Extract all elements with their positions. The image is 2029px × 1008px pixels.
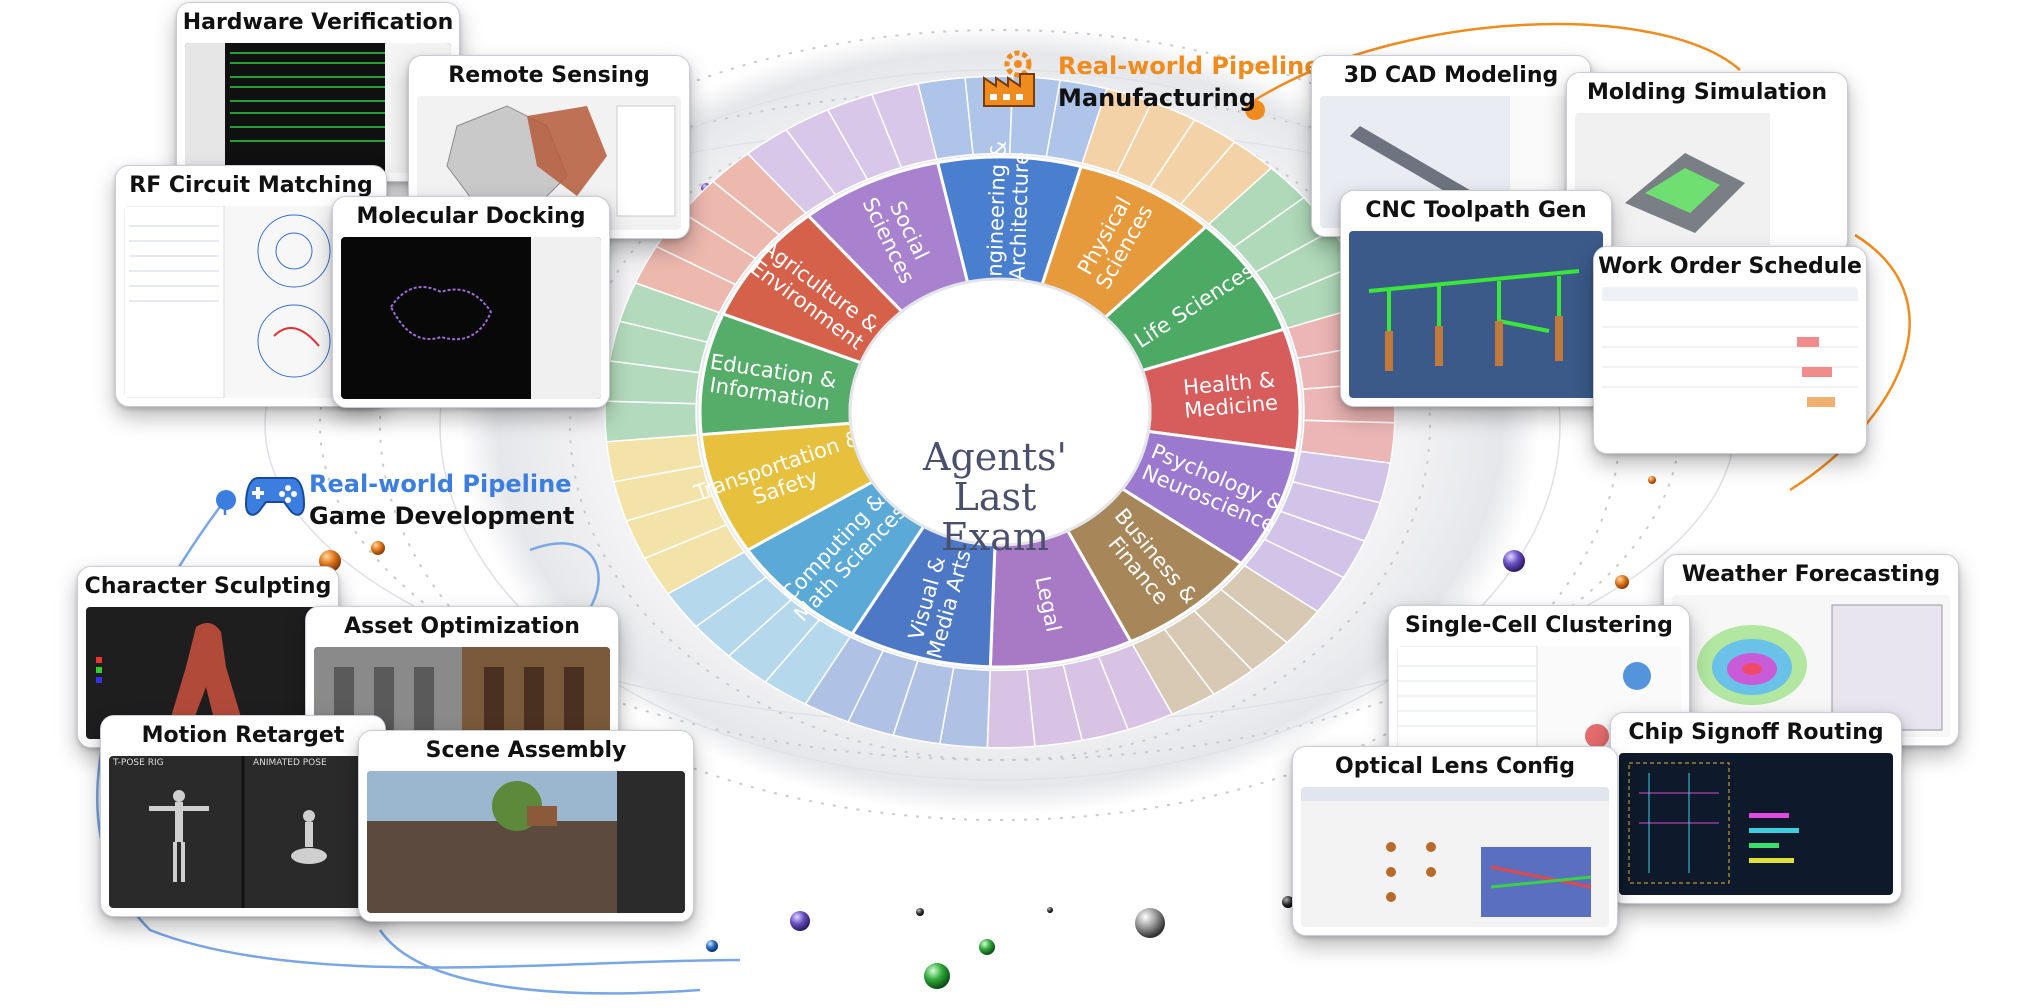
- card-title: Scene Assembly: [359, 731, 693, 771]
- sector-10-subcell: [604, 400, 699, 443]
- optical-lens-config-card: Optical Lens Config: [1292, 746, 1618, 936]
- manufacturing-pipeline-heading: Real-world Pipeline: [1058, 52, 1321, 80]
- card-title: Character Sculpting: [78, 567, 338, 607]
- manufacturing-pipeline-label: Real-world Pipeline Manufacturing: [1058, 50, 1321, 114]
- game-pipeline-name: Game Development: [309, 502, 575, 530]
- toolpath-screenshot: [1349, 231, 1603, 398]
- scene-assembly-card: Scene Assembly: [358, 730, 694, 922]
- game-pipeline-label: Real-world Pipeline Game Development: [309, 468, 574, 532]
- card-title: Asset Optimization: [306, 607, 618, 647]
- mold-sim-screenshot: [1575, 113, 1839, 245]
- tpose-label: T-POSE RIG: [113, 758, 164, 768]
- terrain-map-screenshot: [417, 96, 681, 230]
- card-title: Single-Cell Clustering: [1389, 606, 1689, 646]
- card-title: Chip Signoff Routing: [1611, 713, 1901, 753]
- card-title: Molding Simulation: [1567, 73, 1847, 113]
- card-title: Weather Forecasting: [1664, 555, 1958, 595]
- motion-retarget-card: Motion Retarget T-POSE RIG ANIMATED POSE: [100, 715, 386, 917]
- work-order-schedule-card: Work Order Schedule: [1593, 246, 1867, 454]
- cnc-toolpath-card: CNC Toolpath Gen: [1340, 190, 1612, 407]
- card-title: Work Order Schedule: [1594, 247, 1866, 287]
- lens-design-screenshot: [1301, 787, 1609, 927]
- molecule-viewer-screenshot: [341, 237, 601, 399]
- scene-editor-screenshot: [367, 771, 685, 913]
- card-title: Remote Sensing: [409, 56, 689, 96]
- factory-gear-icon: [978, 48, 1042, 112]
- card-title: Molecular Docking: [333, 197, 609, 237]
- molding-simulation-card: Molding Simulation: [1566, 72, 1848, 254]
- sector-label: Health &Medicine: [1181, 368, 1279, 423]
- retarget-viewport-screenshot: T-POSE RIG ANIMATED POSE: [109, 756, 377, 908]
- card-title: Hardware Verification: [177, 3, 459, 43]
- routing-screenshot: [1619, 753, 1893, 895]
- remote-sensing-card: Remote Sensing: [408, 55, 690, 239]
- card-title: 3D CAD Modeling: [1312, 56, 1590, 96]
- sector-label: Engineering &Architecture: [982, 141, 1034, 291]
- sector-6-subcell: [986, 668, 1036, 749]
- sector-12-subcell: [870, 82, 938, 169]
- center-title-line2: Last: [954, 475, 1037, 519]
- card-title: RF Circuit Matching: [116, 166, 386, 206]
- chip-signoff-routing-card: Chip Signoff Routing: [1610, 712, 1902, 904]
- game-pipeline-heading: Real-world Pipeline: [309, 470, 572, 498]
- center-title-line3: Exam: [941, 515, 1049, 559]
- gantt-screenshot: [1602, 287, 1858, 445]
- card-title: Optical Lens Config: [1293, 747, 1617, 787]
- card-title: CNC Toolpath Gen: [1341, 191, 1611, 231]
- card-title: Motion Retarget: [101, 716, 385, 756]
- animated-pose-label: ANIMATED POSE: [253, 758, 327, 768]
- molecular-docking-card: Molecular Docking: [332, 196, 610, 408]
- manufacturing-pipeline-name: Manufacturing: [1058, 84, 1256, 112]
- center-title-line1: Agents': [922, 435, 1067, 479]
- gamepad-icon: [244, 470, 306, 522]
